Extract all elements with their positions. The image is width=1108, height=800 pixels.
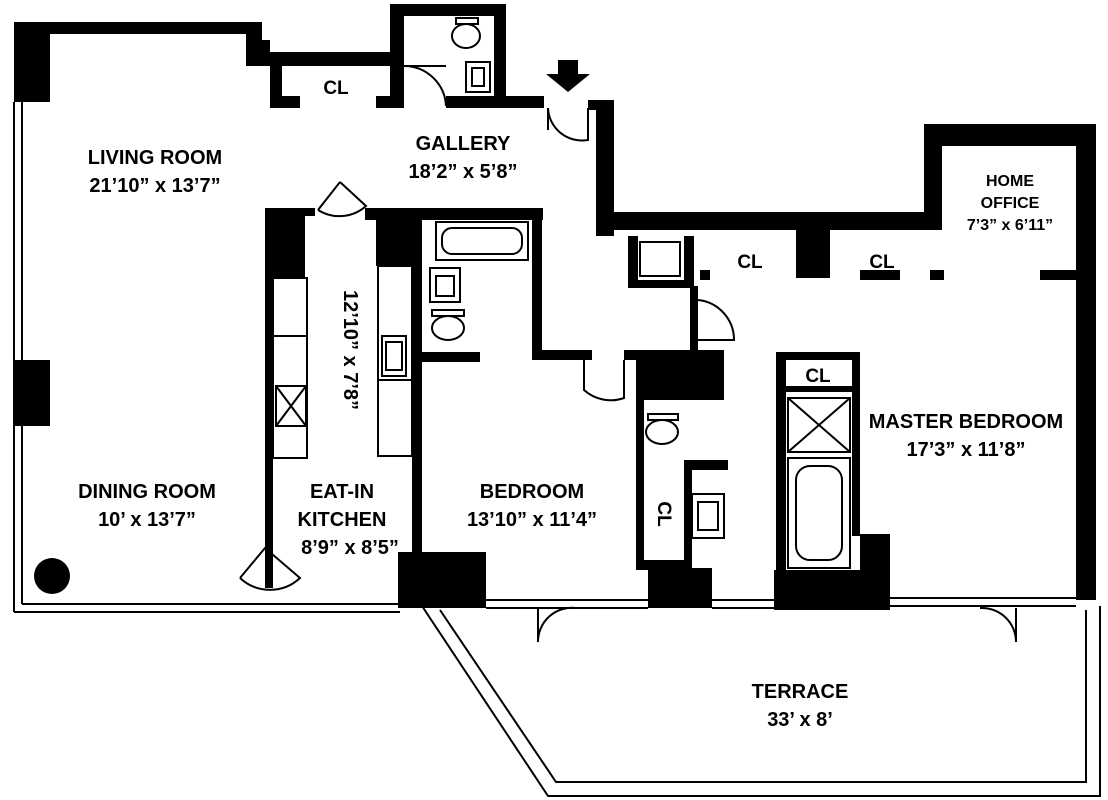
gallery-name: GALLERY: [416, 133, 511, 155]
door-swing-icon: [239, 546, 302, 591]
living-room-name: LIVING ROOM: [88, 147, 222, 169]
stove-icon: [275, 385, 307, 427]
wall-bath1-bottom: [420, 352, 480, 362]
wall-cl-bedroom-side: [684, 460, 692, 570]
door-swing-icon: [547, 107, 589, 142]
closet-label: CL: [869, 252, 895, 273]
sink-icon: [381, 335, 407, 377]
toilet-icon: [645, 413, 679, 445]
wall-bath2-bottom: [628, 280, 690, 288]
wall-powder-right: [494, 4, 506, 108]
toilet-icon: [431, 309, 465, 341]
shower-icon: [787, 397, 851, 453]
wall-closet-left: [270, 52, 282, 108]
door-swing-icon: [979, 606, 1018, 643]
toilet-icon: [451, 17, 481, 49]
wall-bath2-left: [628, 236, 638, 286]
closet-label: CL: [805, 366, 831, 387]
wall-bath-mid-block: [636, 350, 724, 400]
wall-cl-divider: [796, 230, 830, 278]
wall-gallery-right: [596, 100, 1096, 600]
wall-bath1-right: [532, 212, 542, 358]
home-office-dims: 7’3” x 6’11”: [967, 217, 1053, 234]
sink-icon: [429, 267, 461, 303]
home-office-line2: OFFICE: [981, 195, 1040, 212]
wall-bottom-block-2: [648, 568, 712, 608]
gallery-dims: 18’2” x 5’8”: [409, 161, 518, 183]
labels: LIVING ROOM 21’10” x 13’7” DINING ROOM 1…: [78, 78, 1063, 731]
bathtub-icon: [787, 457, 851, 569]
bedroom-dims: 13’10” x 11’4”: [467, 509, 597, 531]
wall-master-bath-left: [776, 352, 786, 570]
bathtub-icon: [435, 221, 529, 261]
home-office-line1: HOME: [986, 173, 1034, 190]
wall-bath2-right: [684, 236, 694, 288]
door-swing-icon: [583, 360, 625, 402]
terrace-outline: [421, 605, 1101, 797]
wall-entry-right: [588, 100, 600, 110]
master-bedroom-name: MASTER BEDROOM: [869, 411, 1063, 433]
wall-gallery-top: [446, 96, 544, 108]
wall-bath-mid-bottom: [636, 560, 692, 570]
terrace-dims: 33’ x 8’: [767, 709, 833, 731]
wall-bedroom-right: [636, 360, 644, 570]
kitchen-dims: 8’9” x 8’5”: [301, 537, 399, 559]
closet-label: CL: [323, 78, 349, 99]
wall-living-topleft-column: [14, 34, 50, 102]
wall-master-bath-top: [776, 352, 858, 360]
door-swing-icon: [403, 64, 447, 107]
walls: [14, 4, 1096, 610]
bedroom-name: BEDROOM: [480, 481, 584, 503]
kitchen-inner-dims: 12’10” x 7’8”: [339, 290, 361, 410]
wall-bath1-bottom-2: [532, 350, 592, 360]
sink-icon: [639, 241, 681, 277]
wall-cl-bottom-1: [700, 270, 710, 280]
master-bedroom-dims: 17’3” x 11’8”: [907, 439, 1026, 461]
door-swing-icon: [536, 606, 577, 643]
entry-arrow-icon: [546, 60, 590, 92]
counter: [272, 265, 413, 459]
dining-room-name: DINING ROOM: [78, 481, 216, 503]
wall-hall-divider: [690, 286, 698, 352]
column-icon: [34, 558, 70, 594]
door-swing-icon: [317, 181, 368, 218]
wall-master-bath-cl: [786, 386, 856, 392]
doors: [239, 64, 1018, 643]
dining-room-dims: 10’ x 13’7”: [98, 509, 196, 531]
kitchen-line2: KITCHEN: [298, 509, 387, 531]
wall-cl-bedroom-right: [684, 460, 728, 470]
wall-kitchen-right: [412, 216, 422, 596]
wall-bottom-block-3: [774, 570, 890, 610]
closet-label: CL: [653, 501, 674, 527]
wall-bottom-block-1: [398, 552, 486, 608]
wall-powder-left: [390, 4, 404, 108]
wall-closet-top: [262, 52, 402, 66]
fixtures: [272, 17, 851, 569]
wall-bedroom-closet-top: [624, 350, 636, 360]
wall-living-mid-column: [14, 360, 50, 426]
closet-label: CL: [737, 252, 763, 273]
door-swing-icon: [697, 299, 736, 341]
window-walls: [13, 102, 1076, 613]
wall-office-bottom-right: [1040, 270, 1080, 280]
terrace-name: TERRACE: [752, 681, 849, 703]
wall-cl-bottom-2: [860, 270, 900, 280]
wall-master-bath-right: [852, 352, 860, 536]
wall-office-bottom-left: [930, 270, 944, 280]
wall-closet-bottom-left: [270, 96, 300, 108]
wall-kitchen-left: [265, 208, 273, 588]
sink-icon: [465, 61, 491, 93]
wall-powder-top: [390, 4, 506, 16]
sink-icon: [691, 493, 725, 539]
wall-kitchen-right-column: [376, 216, 412, 266]
living-room-dims: 21’10” x 13’7”: [89, 175, 220, 197]
kitchen-line1: EAT-IN: [310, 481, 374, 503]
